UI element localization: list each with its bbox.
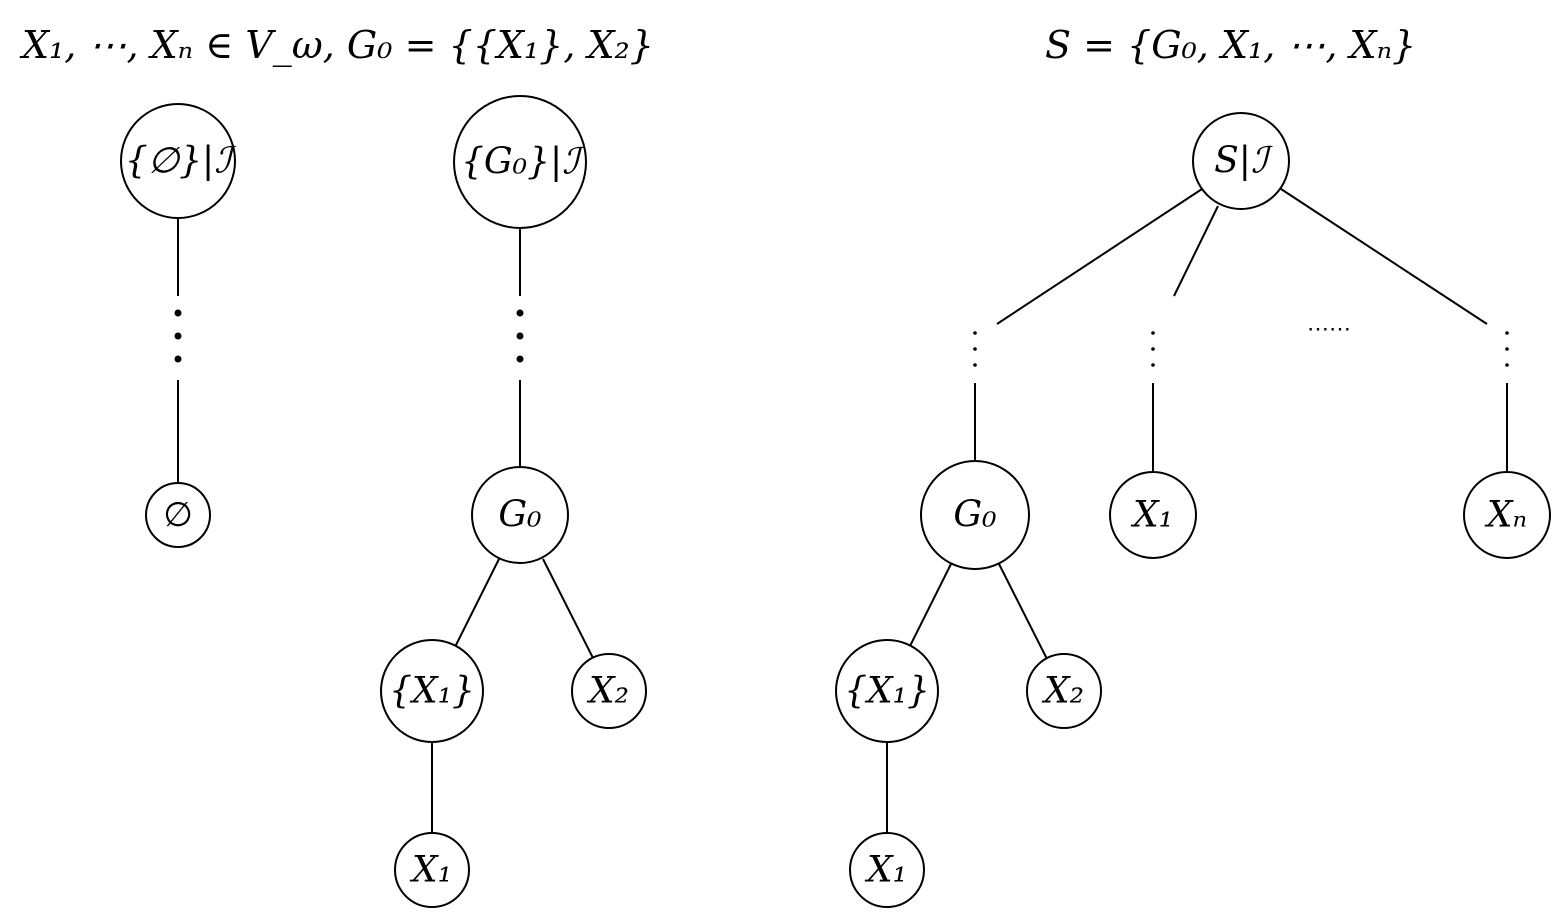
vertical-ellipsis: [174, 309, 182, 363]
node-label: X₁: [1130, 495, 1173, 536]
horizontal-ellipsis: ⋯⋯: [1307, 317, 1351, 342]
node-label: Xₙ: [1484, 495, 1527, 536]
edge-g0-to-x1-set: [454, 558, 500, 648]
vertical-ellipsis-middle: [1151, 331, 1155, 367]
edge-root-to-left-branch: [996, 188, 1203, 325]
node-label: {G₀}|ℐ: [461, 142, 585, 183]
node-x1-branch: X₁: [1109, 471, 1197, 559]
node-label: {X₁}: [389, 671, 475, 712]
node-x1-set: {X₁}: [380, 639, 484, 743]
node-label: X₁: [864, 850, 907, 891]
node-x2: X₂: [571, 653, 647, 729]
node-xn: Xₙ: [1463, 471, 1551, 559]
node-label: ∅: [163, 495, 193, 535]
node-label: {∅}|ℐ: [125, 141, 237, 182]
node-g0: G₀: [471, 466, 569, 564]
node-x2: X₂: [1026, 653, 1102, 729]
edge-g0-to-x1-set: [908, 563, 952, 649]
vertical-ellipsis-right: [1505, 331, 1509, 367]
node-empty-set-interpreted: {∅}|ℐ: [120, 103, 237, 219]
header-right: S = {G₀, X₁, ⋯, Xₙ}: [1045, 23, 1416, 67]
header-left: X₁, ⋯, Xₙ ∈ V_ω, G₀ = {{X₁}, X₂}: [19, 23, 654, 68]
tree-3: ⋯⋯ S|ℐ G₀ X₁ Xₙ {X₁} X₂: [835, 112, 1551, 908]
node-s-interpreted: S|ℐ: [1192, 112, 1290, 210]
node-g0-set-interpreted: {G₀}|ℐ: [453, 95, 587, 229]
node-x1: X₁: [394, 832, 470, 908]
node-label: {X₁}: [844, 671, 930, 712]
node-x1: X₁: [849, 832, 925, 908]
node-label: X₁: [409, 850, 452, 891]
node-label: S|ℐ: [1214, 141, 1274, 182]
node-x1-set: {X₁}: [835, 639, 939, 743]
tree-2: {G₀}|ℐ G₀ {X₁} X₂ X₁: [380, 95, 647, 908]
node-label: X₂: [586, 671, 629, 712]
node-empty-set: ∅: [145, 482, 211, 548]
edge-root-to-middle-branch: [1173, 205, 1219, 297]
edge-root-to-right-branch: [1280, 188, 1488, 325]
tree-1: {∅}|ℐ ∅: [120, 103, 237, 548]
node-g0: G₀: [920, 460, 1030, 570]
edge-g0-to-x2: [542, 558, 594, 659]
node-label: X₂: [1041, 671, 1084, 712]
edge-g0-to-x2: [998, 563, 1048, 660]
node-label: G₀: [498, 495, 541, 536]
node-label: G₀: [953, 495, 996, 536]
vertical-ellipsis: [516, 309, 524, 363]
vertical-ellipsis-left: [973, 331, 977, 367]
